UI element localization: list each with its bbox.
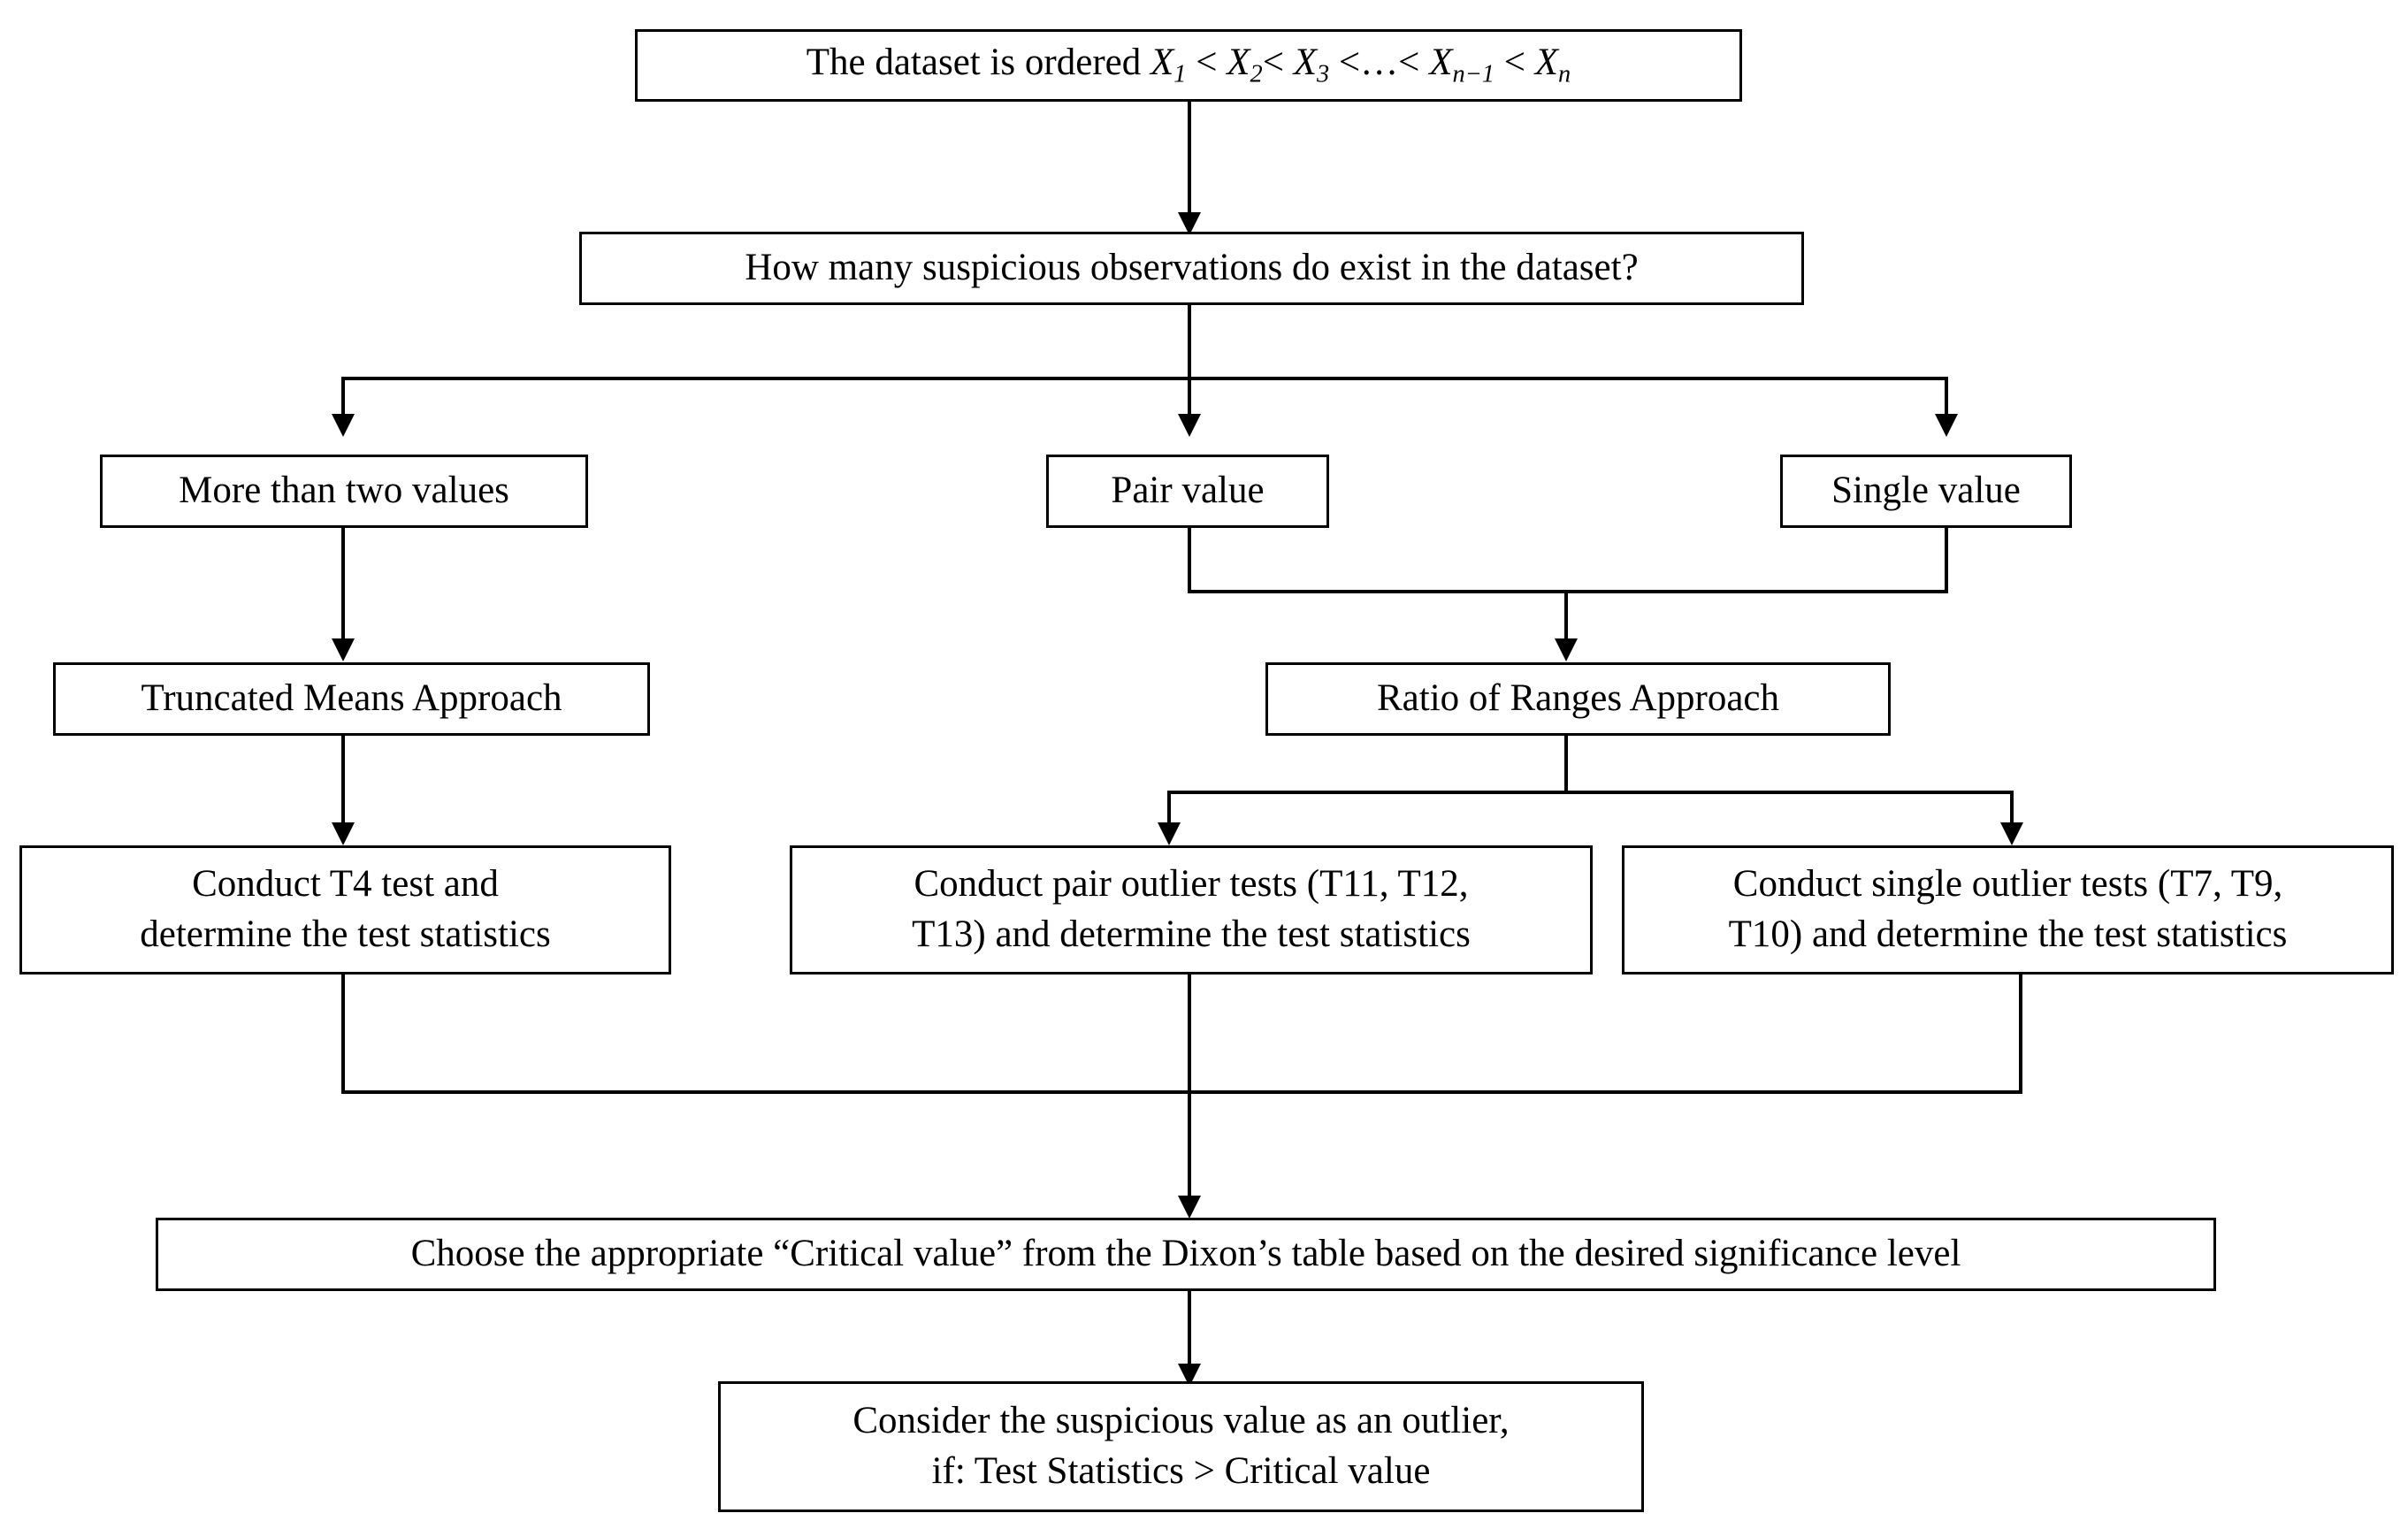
connector-morethantwo-to-truncated bbox=[341, 528, 345, 656]
node-more-than-two-values-label: More than two values bbox=[179, 470, 509, 512]
node-ratio-of-ranges-approach-label: Ratio of Ranges Approach bbox=[1377, 677, 1779, 720]
node-ordered-dataset[interactable]: The dataset is ordered X1 < X2< X3 <…< X… bbox=[635, 29, 1742, 102]
connector-ratio-right bbox=[2010, 791, 2014, 842]
math-x1: X bbox=[1150, 42, 1174, 84]
arrowhead-pair-value bbox=[1178, 414, 1201, 437]
node-choose-critical-value-label: Choose the appropriate “Critical value” … bbox=[410, 1233, 1961, 1275]
connector-critical-to-conclusion bbox=[1188, 1291, 1191, 1384]
node-single-outlier-tests-line1: Conduct single outlier tests (T7, T9, bbox=[1732, 863, 2283, 906]
node-t4-test[interactable]: Conduct T4 test and determine the test s… bbox=[19, 845, 671, 975]
connector-ordered-to-question bbox=[1188, 102, 1191, 230]
node-truncated-means-approach-label: Truncated Means Approach bbox=[141, 677, 562, 720]
connector-ratio-stem bbox=[1564, 736, 1568, 794]
math-x3: X bbox=[1293, 42, 1317, 84]
math-op2: < bbox=[1262, 42, 1294, 84]
node-ratio-of-ranges-approach[interactable]: Ratio of Ranges Approach bbox=[1265, 662, 1891, 736]
arrowhead-truncated-means bbox=[332, 638, 355, 661]
connector-question-stem bbox=[1188, 305, 1191, 380]
math-x2-sub: 2 bbox=[1250, 60, 1263, 88]
connector-tests-merge-bus bbox=[341, 1090, 2022, 1094]
connector-branch-right bbox=[1945, 377, 1948, 430]
ordered-dataset-prefix: The dataset is ordered bbox=[806, 42, 1150, 84]
node-conclusion-line2: if: Test Statistics > Critical value bbox=[931, 1450, 1431, 1492]
math-x1-sub: 1 bbox=[1173, 60, 1187, 88]
arrowhead-critical-value bbox=[1178, 1196, 1201, 1219]
node-conclusion-line1: Consider the suspicious value as an outl… bbox=[852, 1400, 1510, 1442]
math-op4: < bbox=[1494, 42, 1535, 84]
node-single-value-label: Single value bbox=[1831, 470, 2021, 512]
connector-merge-to-critical bbox=[1188, 1090, 1191, 1214]
connector-ratio-left bbox=[1167, 791, 1171, 842]
connector-single-down bbox=[1945, 528, 1948, 592]
math-x5: X bbox=[1534, 42, 1559, 84]
node-question[interactable]: How many suspicious observations do exis… bbox=[579, 232, 1804, 305]
math-op3: <…< bbox=[1329, 42, 1430, 84]
arrowhead-pair-tests bbox=[1158, 822, 1181, 845]
connector-question-bus bbox=[341, 377, 1948, 380]
arrowhead-ratio-of-ranges bbox=[1555, 638, 1578, 661]
node-truncated-means-approach[interactable]: Truncated Means Approach bbox=[53, 662, 650, 736]
node-choose-critical-value[interactable]: Choose the appropriate “Critical value” … bbox=[156, 1218, 2216, 1291]
math-x2: X bbox=[1227, 42, 1250, 84]
arrowhead-single-value bbox=[1935, 414, 1958, 437]
math-x3-sub: 3 bbox=[1316, 60, 1330, 88]
connector-branch-mid bbox=[1188, 377, 1191, 430]
node-t4-test-line2: determine the test statistics bbox=[140, 913, 551, 955]
connector-pair-down bbox=[1188, 528, 1191, 592]
node-ordered-dataset-label: The dataset is ordered X1 < X2< X3 <…< X… bbox=[646, 40, 1731, 90]
connector-branch-left bbox=[341, 377, 345, 430]
node-more-than-two-values[interactable]: More than two values bbox=[100, 455, 588, 528]
math-x4: X bbox=[1429, 42, 1453, 84]
arrowhead-more-than-two bbox=[332, 414, 355, 437]
node-pair-outlier-tests[interactable]: Conduct pair outlier tests (T11, T12, T1… bbox=[790, 845, 1593, 975]
node-pair-outlier-tests-line2: T13) and determine the test statistics bbox=[912, 913, 1471, 955]
node-single-outlier-tests[interactable]: Conduct single outlier tests (T7, T9, T1… bbox=[1622, 845, 2394, 975]
node-pair-value-label: Pair value bbox=[1111, 470, 1265, 512]
math-x4-sub: n−1 bbox=[1452, 60, 1494, 88]
node-pair-value[interactable]: Pair value bbox=[1046, 455, 1329, 528]
node-question-label: How many suspicious observations do exis… bbox=[745, 247, 1639, 289]
connector-ratio-bus bbox=[1167, 791, 2014, 794]
math-x5-sub: n bbox=[1558, 60, 1571, 88]
node-single-value[interactable]: Single value bbox=[1780, 455, 2072, 528]
connector-merge-to-ratio bbox=[1564, 590, 1568, 656]
node-t4-test-line1: Conduct T4 test and bbox=[192, 863, 499, 906]
node-conclusion[interactable]: Consider the suspicious value as an outl… bbox=[718, 1381, 1644, 1512]
connector-pairtests-down bbox=[1188, 975, 1191, 1094]
node-pair-outlier-tests-line1: Conduct pair outlier tests (T11, T12, bbox=[914, 863, 1469, 906]
connector-t4-down bbox=[341, 975, 345, 1094]
connector-singletests-down bbox=[2019, 975, 2022, 1094]
connector-merge-bus-ratio bbox=[1188, 590, 1948, 593]
arrowhead-question bbox=[1178, 212, 1201, 235]
math-op1: < bbox=[1186, 42, 1227, 84]
connector-truncated-to-t4 bbox=[341, 736, 345, 842]
node-single-outlier-tests-line2: T10) and determine the test statistics bbox=[1728, 913, 2288, 955]
arrowhead-single-tests bbox=[2000, 822, 2023, 845]
arrowhead-t4-test bbox=[332, 822, 355, 845]
